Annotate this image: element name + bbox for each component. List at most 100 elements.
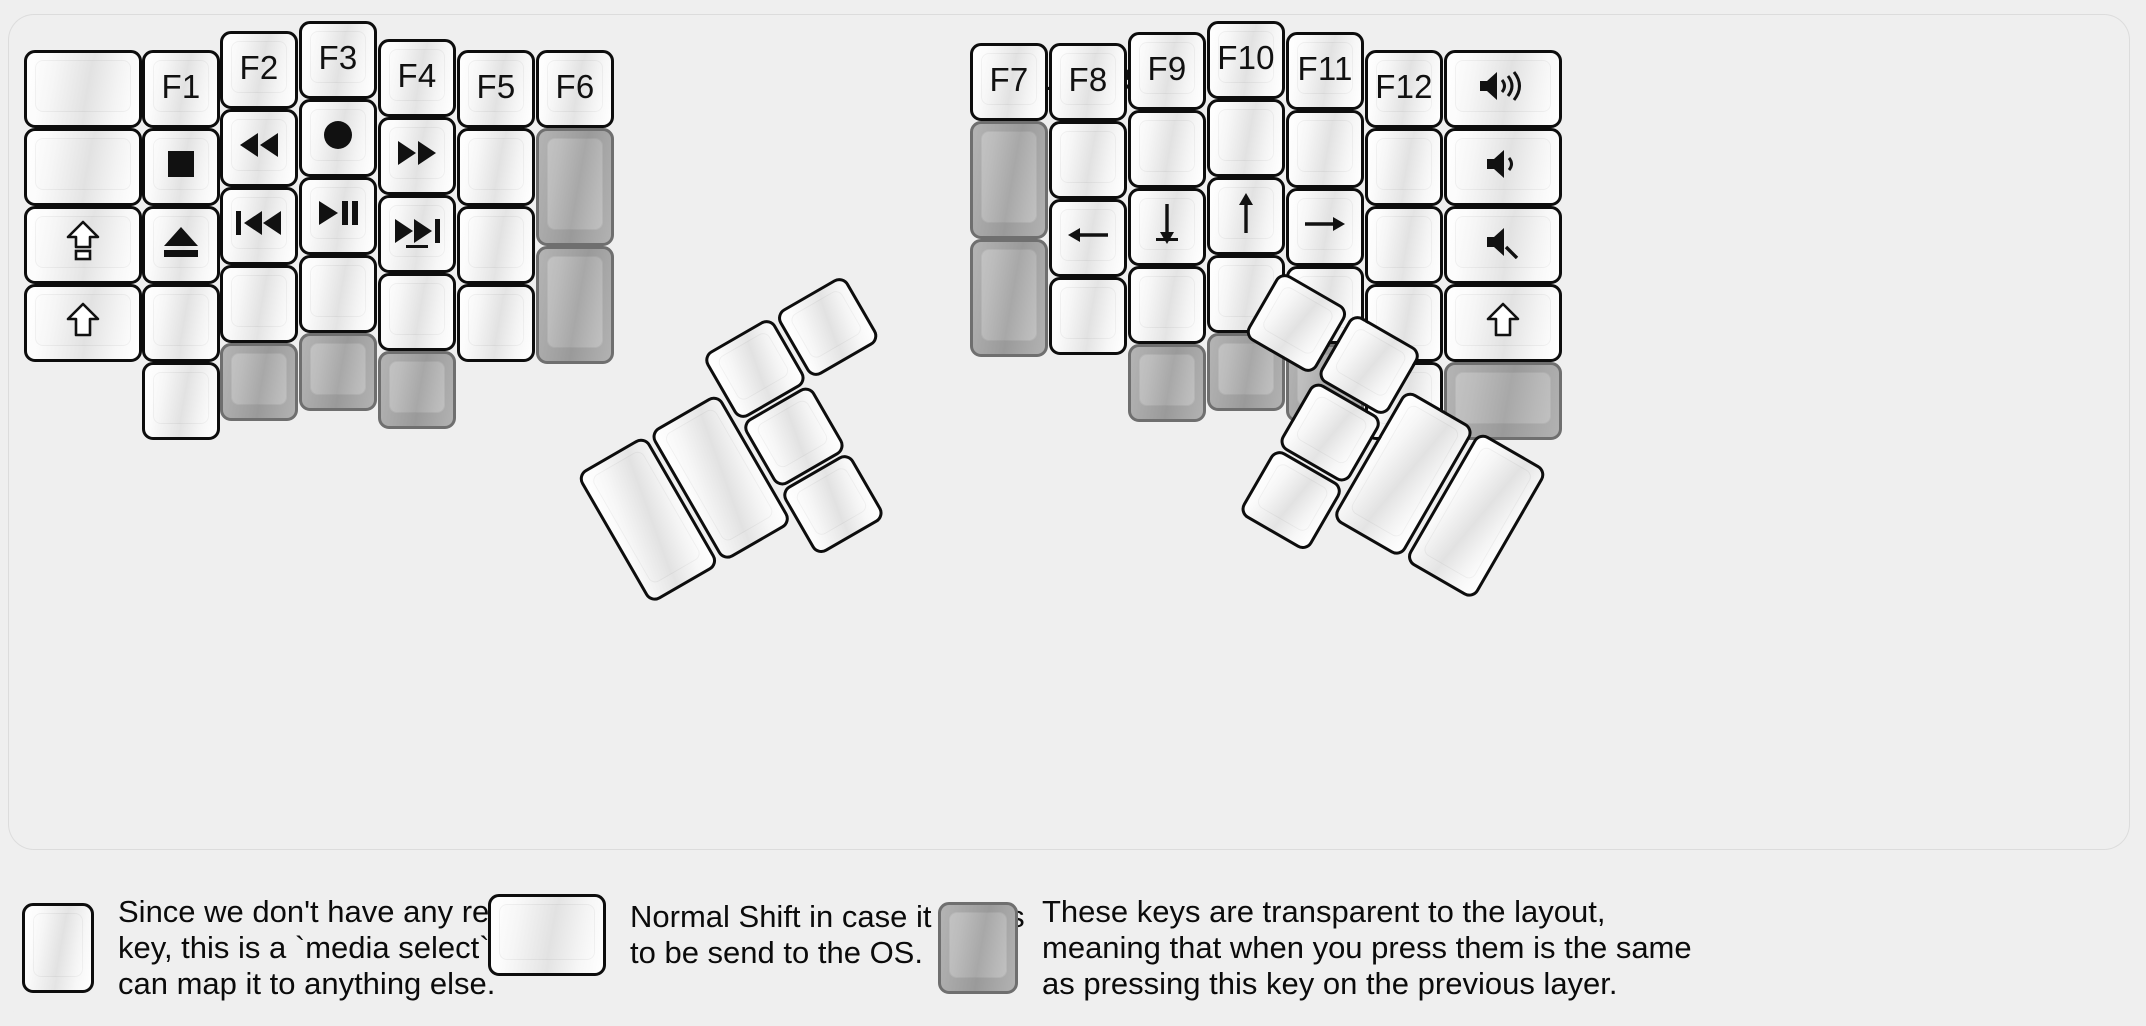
keycap-surface — [468, 294, 524, 346]
col-pinky-key-3[interactable] — [142, 206, 220, 284]
key-label: F8 — [1068, 60, 1108, 98]
keycap-surface — [1376, 60, 1432, 112]
keycap-surface — [153, 294, 209, 346]
legend-area: Since we don't have any recording key, t… — [8, 872, 2130, 1018]
col-middle-key-4[interactable] — [299, 255, 377, 333]
keycap-surface — [153, 372, 209, 424]
keycap-surface — [1297, 42, 1353, 94]
legend-record-sample-key[interactable] — [22, 902, 94, 993]
col-pinky-r-key-3[interactable] — [1365, 206, 1443, 284]
col-index-key-1[interactable]: F4 — [378, 39, 456, 117]
keycap-surface — [468, 138, 524, 190]
keycap-surface — [547, 256, 603, 348]
media-stop-icon — [166, 149, 196, 179]
col-middle-key-2[interactable] — [299, 99, 377, 177]
key-label: F6 — [555, 67, 595, 105]
col-index-r-key-2[interactable] — [1128, 110, 1206, 188]
key-label: F1 — [161, 67, 201, 105]
keycap-surface — [1218, 343, 1274, 395]
legend-transparent-sample-key[interactable] — [938, 901, 1018, 994]
keycap-surface — [1218, 109, 1274, 161]
keycap-surface — [1060, 131, 1116, 183]
col-pinky-outer-key-3[interactable] — [24, 206, 142, 284]
col-index-key-2[interactable] — [378, 117, 456, 195]
col-ring-r-key-2[interactable] — [1286, 110, 1364, 188]
col-ring-r-key-3[interactable] — [1286, 188, 1364, 266]
col-pinky-key-5[interactable] — [142, 362, 220, 440]
col-pinky-outer-key-1[interactable] — [24, 50, 142, 128]
volume-up-icon — [1477, 69, 1529, 103]
col-index-inner-key-1[interactable]: F5 — [457, 50, 535, 128]
col-ring-key-1[interactable]: F2 — [220, 31, 298, 109]
col-index-inner-r-key-1[interactable]: F8 — [1049, 43, 1127, 121]
keycap-surface — [389, 49, 445, 101]
col-extra-r-key-3[interactable] — [970, 239, 1048, 357]
keycap-surface — [949, 911, 1007, 978]
key-label: F7 — [989, 60, 1029, 98]
col-middle-r-key-3[interactable] — [1207, 177, 1285, 255]
key-label: F3 — [318, 38, 358, 76]
col-middle-r-key-2[interactable] — [1207, 99, 1285, 177]
col-extra-key-3[interactable] — [536, 246, 614, 364]
keycap-surface — [468, 60, 524, 112]
keycap-surface — [793, 465, 870, 538]
col-index-key-4[interactable] — [378, 273, 456, 351]
col-middle-key-3[interactable] — [299, 177, 377, 255]
col-ring-key-4[interactable] — [220, 265, 298, 343]
col-index-inner-key-4[interactable] — [457, 284, 535, 362]
col-index-r-key-4[interactable] — [1128, 266, 1206, 344]
col-index-inner-r-key-4[interactable] — [1049, 277, 1127, 355]
col-pinky-outer-key-2[interactable] — [24, 128, 142, 206]
col-pinky-r-key-1[interactable]: F12 — [1365, 50, 1443, 128]
col-pinky-outer-r-key-2[interactable] — [1444, 128, 1562, 206]
key-label: F5 — [476, 67, 516, 105]
legend-shift-sample-key[interactable] — [488, 894, 606, 976]
keycap-surface — [231, 41, 287, 93]
col-middle-key-5[interactable] — [299, 333, 377, 411]
keycap-surface — [468, 216, 524, 268]
arrow-up-icon — [1233, 191, 1259, 235]
legend-transparent-description: These keys are transparent to the layout… — [1042, 894, 1692, 1001]
col-pinky-outer-r-key-3[interactable] — [1444, 206, 1562, 284]
col-index-r-key-1[interactable]: F9 — [1128, 32, 1206, 110]
col-index-inner-r-key-2[interactable] — [1049, 121, 1127, 199]
col-ring-key-2[interactable] — [220, 109, 298, 187]
media-prev-track-icon — [234, 208, 284, 238]
key-label: F4 — [397, 56, 437, 94]
col-extra-key-2[interactable] — [536, 128, 614, 246]
col-extra-r-key-2[interactable] — [970, 121, 1048, 239]
key-underscore-marker — [1156, 238, 1178, 241]
col-pinky-r-key-2[interactable] — [1365, 128, 1443, 206]
keycap-surface — [1139, 354, 1195, 406]
keycap-surface — [1376, 138, 1432, 190]
keycap-surface — [389, 283, 445, 335]
col-pinky-key-1[interactable]: F1 — [142, 50, 220, 128]
col-ring-key-5[interactable] — [220, 343, 298, 421]
col-extra-r-key-1[interactable]: F7 — [970, 43, 1048, 121]
col-pinky-key-4[interactable] — [142, 284, 220, 362]
col-index-r-key-3[interactable] — [1128, 188, 1206, 266]
keycap-surface — [1255, 461, 1331, 534]
col-index-key-5[interactable] — [378, 351, 456, 429]
col-index-inner-key-3[interactable] — [457, 206, 535, 284]
key-label: F10 — [1217, 38, 1275, 76]
col-index-key-3[interactable] — [378, 195, 456, 273]
col-extra-key-1[interactable]: F6 — [536, 50, 614, 128]
arrow-right-icon — [1303, 211, 1347, 237]
col-middle-r-key-1[interactable]: F10 — [1207, 21, 1285, 99]
col-pinky-outer-r-key-1[interactable] — [1444, 50, 1562, 128]
volume-down-icon — [1484, 147, 1522, 181]
media-eject-icon — [162, 225, 200, 259]
col-pinky-outer-key-4[interactable] — [24, 284, 142, 362]
col-pinky-key-2[interactable] — [142, 128, 220, 206]
col-middle-key-1[interactable]: F3 — [299, 21, 377, 99]
col-index-inner-key-2[interactable] — [457, 128, 535, 206]
keycap-surface — [1060, 53, 1116, 105]
col-index-inner-r-key-3[interactable] — [1049, 199, 1127, 277]
col-ring-key-3[interactable] — [220, 187, 298, 265]
col-index-r-key-5[interactable] — [1128, 344, 1206, 422]
col-ring-r-key-1[interactable]: F11 — [1286, 32, 1364, 110]
col-pinky-outer-r-key-4[interactable] — [1444, 284, 1562, 362]
left-thumb-cluster — [556, 270, 970, 648]
